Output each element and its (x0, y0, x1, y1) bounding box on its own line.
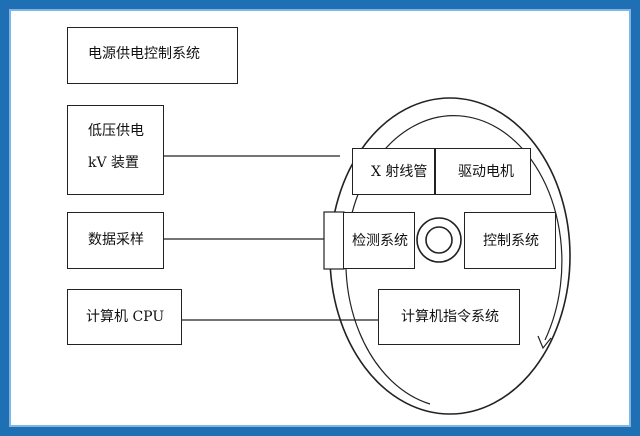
power-control-box: 电源供电控制系统 (67, 27, 238, 84)
command-system-label: 计算机指令系统 (401, 309, 499, 325)
data-sampling-box: 数据采样 (67, 212, 164, 269)
xray-tube-label: X 射线管 (371, 164, 428, 180)
rotor-outer (416, 217, 462, 263)
rotation-arrow (537, 335, 552, 350)
low-voltage-label-line1: 低压供电 (88, 123, 144, 139)
xray-tube-box: X 射线管 (352, 148, 435, 195)
power-control-label: 电源供电控制系统 (88, 46, 200, 62)
rotor-inner (425, 226, 453, 254)
low-voltage-box: 低压供电 kV 装置 (67, 105, 164, 195)
data-sampling-label: 数据采样 (88, 232, 144, 248)
side-connector (323, 211, 345, 270)
detector-box: 检测系统 (343, 212, 415, 269)
drive-motor-label: 驱动电机 (458, 164, 514, 180)
control-system-box: 控制系统 (464, 212, 556, 269)
computer-cpu-box: 计算机 CPU (67, 289, 182, 345)
control-system-label: 控制系统 (483, 233, 539, 249)
computer-cpu-label: 计算机 CPU (86, 309, 165, 325)
command-system-box: 计算机指令系统 (378, 289, 520, 345)
detector-label: 检测系统 (352, 233, 408, 249)
drive-motor-box: 驱动电机 (435, 148, 531, 195)
rotation-track (345, 115, 563, 405)
low-voltage-label-line2: kV 装置 (88, 155, 140, 171)
